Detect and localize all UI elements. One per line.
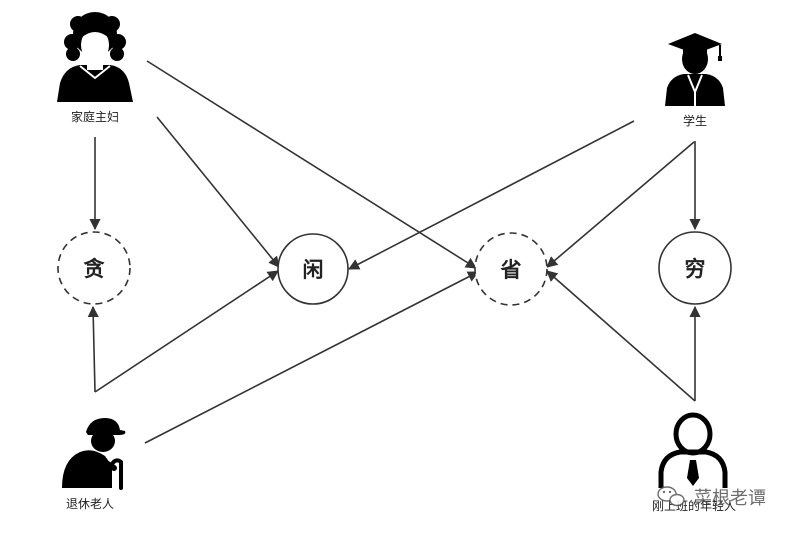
trait-circle-frugal (474, 232, 548, 306)
person-student: 学生 (665, 33, 725, 128)
watermark: 菜根老谭 (657, 486, 766, 509)
elderly-person-icon (62, 418, 126, 490)
wechat-icon (657, 486, 685, 507)
trait-node-idle: 闲 (277, 233, 349, 305)
person-housewife: 家庭主妇 (57, 12, 133, 124)
trait-label-greedy: 贪 (84, 257, 106, 281)
trait-node-frugal: 省 (474, 232, 548, 306)
arrow-retiree-to-frugal (144, 271, 479, 444)
arrow-student-to-idle (348, 120, 635, 270)
trait-label-frugal: 省 (500, 258, 522, 282)
arrow-housewife-to-frugal (146, 60, 477, 269)
arrow-housewife-to-idle (156, 116, 280, 268)
person-label-retiree: 退休老人 (66, 497, 114, 511)
trait-node-poor: 穷 (658, 231, 732, 305)
arrow-retiree-to-greedy (87, 305, 99, 393)
trait-node-greedy: 贪 (57, 231, 131, 305)
graduate-icon (665, 33, 725, 106)
trait-label-idle: 闲 (303, 258, 324, 282)
trait-circle-idle (277, 233, 349, 305)
arrow-retiree-to-idle (94, 270, 279, 393)
trait-label-poor: 穷 (685, 257, 706, 281)
person-retiree: 退休老人 (62, 418, 126, 511)
arrows (87, 60, 701, 444)
person-label-student: 学生 (683, 113, 707, 128)
trait-circle-poor (658, 231, 732, 305)
arrow-student-to-frugal (546, 141, 695, 268)
trait-circle-greedy (57, 231, 131, 305)
office-worker-icon (658, 412, 728, 488)
watermark-text: 菜根老谭 (694, 488, 766, 509)
person-label-housewife: 家庭主妇 (71, 109, 119, 124)
housewife-icon (57, 12, 133, 102)
arrow-young-worker-to-frugal (546, 270, 696, 402)
